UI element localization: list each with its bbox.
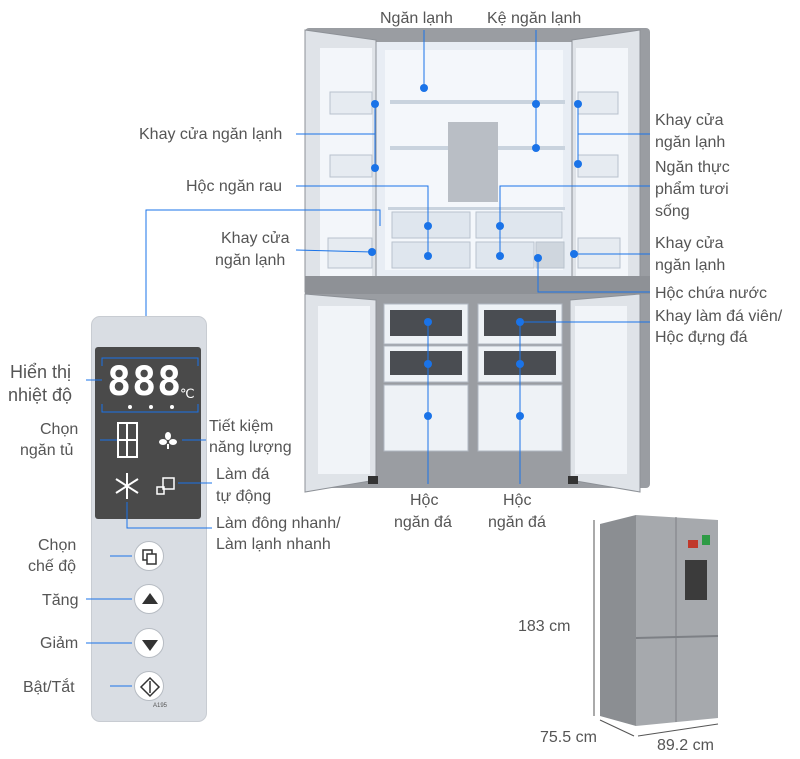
label-bat-tat: Bật/Tắt bbox=[23, 679, 75, 696]
label-khay-lam-da-line2: Hộc đựng đá bbox=[655, 329, 748, 346]
label-khay-cua-right-2-line2: ngăn lạnh bbox=[655, 257, 726, 274]
label-hoc-ngan-da-2-line2: ngăn đá bbox=[488, 514, 546, 531]
increase-button[interactable] bbox=[134, 584, 164, 614]
label-hoc-ngan-da-2-line1: Hộc bbox=[503, 492, 532, 509]
label-ke-ngan-lanh: Kệ ngăn lạnh bbox=[487, 10, 582, 27]
label-tiet-kiem-line2: năng lượng bbox=[209, 439, 292, 456]
snowflake-icon bbox=[115, 473, 139, 499]
label-hien-thi-line2: nhiệt độ bbox=[8, 385, 73, 405]
label-lam-da-line1: Làm đá bbox=[216, 466, 270, 483]
label-hoc-ngan-da-1-line1: Hộc bbox=[410, 492, 439, 509]
label-chon-ngan-tu-line1: Chọn bbox=[40, 421, 79, 438]
label-ngan-lanh: Ngăn lạnh bbox=[380, 10, 453, 27]
label-lam-dong-line2: Làm lạnh nhanh bbox=[216, 536, 331, 553]
triangle-down-icon bbox=[142, 640, 158, 651]
label-chon-che-do-line1: Chọn bbox=[38, 537, 77, 554]
compartment-icon bbox=[117, 422, 138, 458]
label-giam: Giảm bbox=[40, 635, 79, 652]
height-dimension: 183 cm bbox=[518, 618, 571, 635]
label-khay-cua-left-1: Khay cửa ngăn lạnh bbox=[139, 126, 283, 143]
label-khay-cua-right-1-line2: ngăn lạnh bbox=[655, 134, 726, 151]
eco-leaf-icon bbox=[159, 432, 177, 449]
label-ngan-thuc-pham-line3: sống bbox=[655, 203, 690, 220]
label-khay-cua-right-2-line1: Khay cửa bbox=[655, 235, 724, 252]
mode-button[interactable] bbox=[134, 541, 164, 571]
label-chon-ngan-tu-line2: ngăn tủ bbox=[20, 442, 74, 459]
temperature-digits: 888 bbox=[107, 359, 183, 405]
temperature-unit: ℃ bbox=[180, 386, 195, 401]
control-display bbox=[95, 347, 201, 519]
decrease-button[interactable] bbox=[134, 628, 164, 658]
ice-cube-icon bbox=[156, 477, 175, 495]
model-number: A195 bbox=[153, 703, 168, 709]
width-dimension: 89.2 cm bbox=[657, 737, 714, 754]
power-button[interactable] bbox=[134, 671, 164, 701]
label-khay-lam-da-line1: Khay làm đá viên/ bbox=[655, 308, 783, 325]
label-khay-cua-left-2-line1: Khay cửa bbox=[221, 230, 290, 247]
label-hoc-ngan-rau: Hộc ngăn rau bbox=[186, 178, 283, 195]
mode-icon bbox=[142, 549, 157, 565]
label-tiet-kiem-line1: Tiết kiệm bbox=[209, 418, 274, 435]
label-hoc-ngan-da-1-line2: ngăn đá bbox=[394, 514, 452, 531]
label-ngan-thuc-pham-line1: Ngăn thực bbox=[655, 159, 730, 176]
label-lam-dong-line1: Làm đông nhanh/ bbox=[216, 515, 341, 532]
power-icon bbox=[139, 676, 161, 698]
triangle-up-icon bbox=[142, 593, 158, 604]
label-ngan-thuc-pham-line2: phẩm tươi bbox=[655, 181, 729, 198]
label-hoc-chua-nuoc: Hộc chứa nước bbox=[655, 285, 767, 302]
depth-dimension: 75.5 cm bbox=[540, 729, 597, 746]
label-khay-cua-left-2-line2: ngăn lạnh bbox=[215, 252, 286, 269]
label-tang: Tăng bbox=[42, 592, 79, 609]
label-lam-da-line2: tự động bbox=[216, 488, 272, 505]
label-chon-che-do-line2: chế độ bbox=[28, 558, 77, 575]
label-khay-cua-right-1-line1: Khay cửa bbox=[655, 112, 724, 129]
label-hien-thi-line1: Hiển thị bbox=[10, 362, 72, 382]
